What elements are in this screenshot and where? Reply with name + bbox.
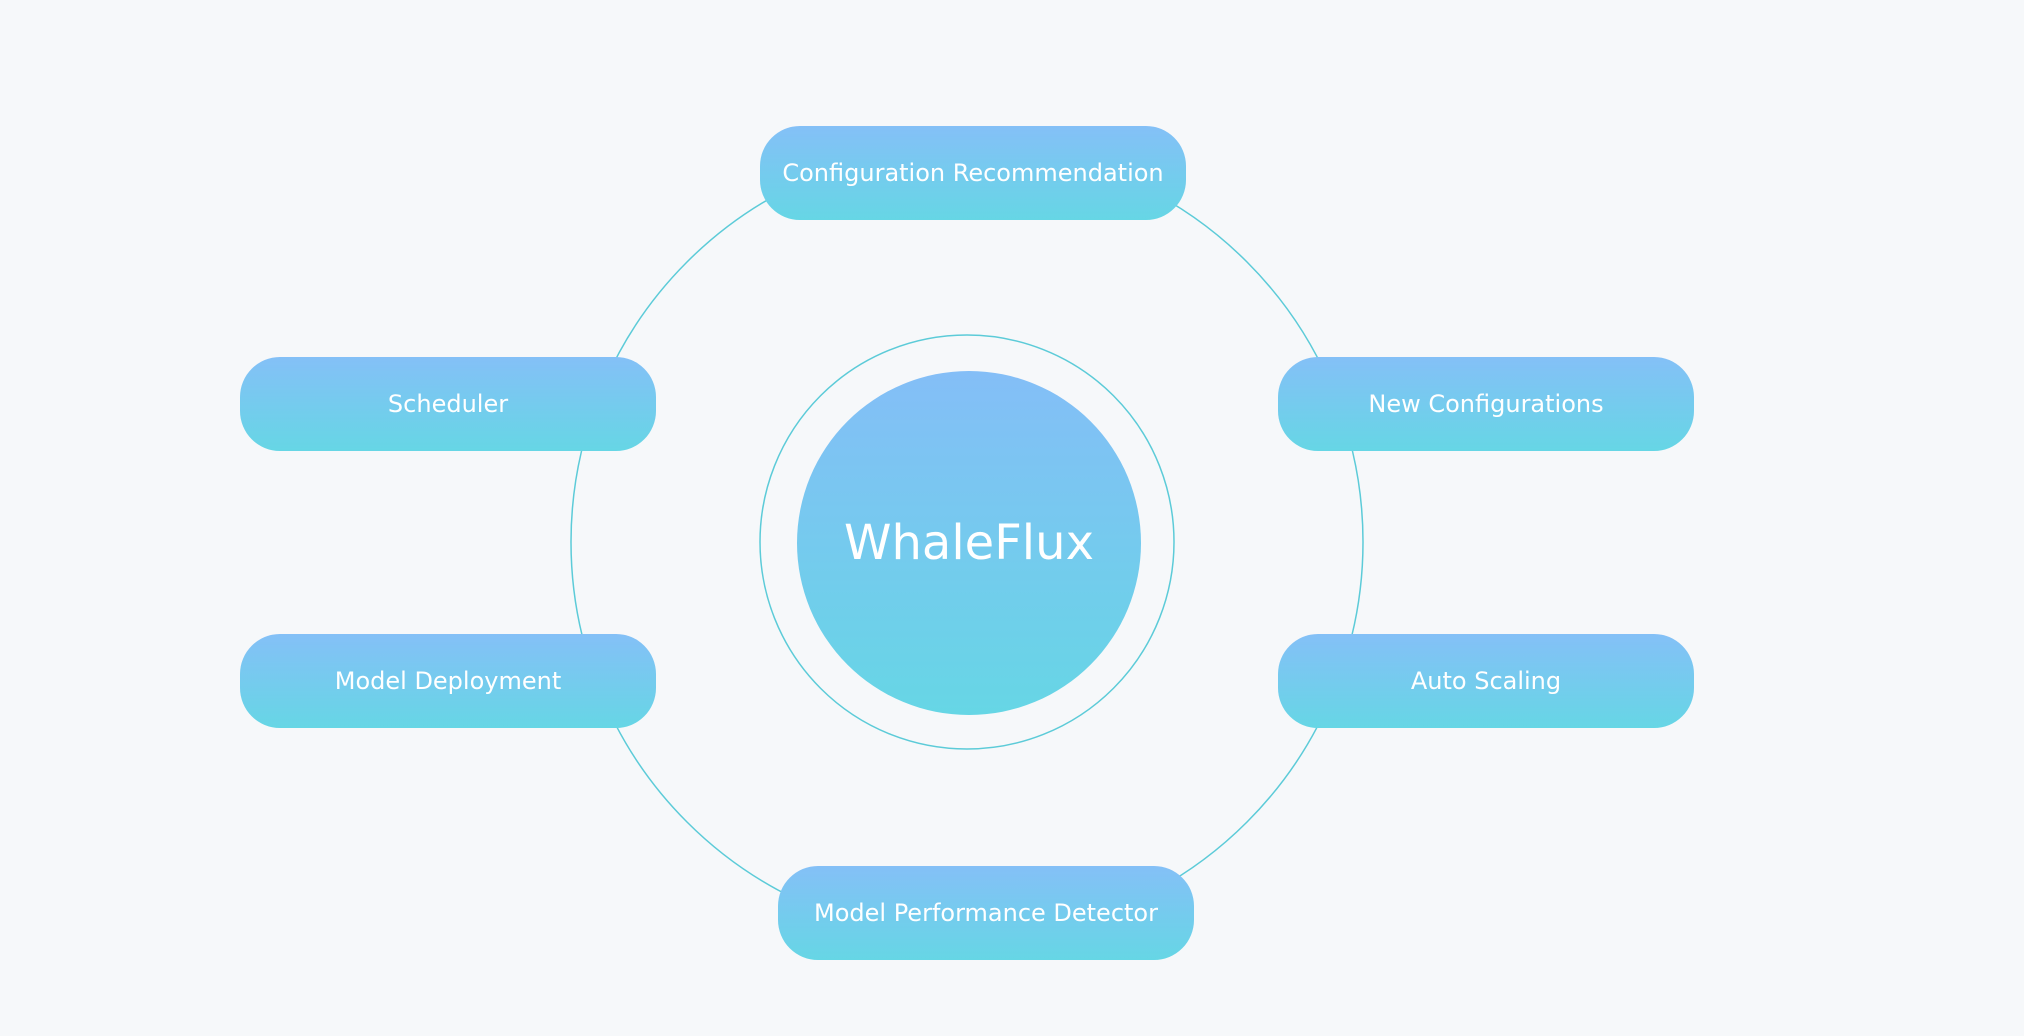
node-label: Configuration Recommendation — [782, 159, 1164, 187]
node-label: Model Deployment — [334, 667, 562, 695]
node-label: Scheduler — [387, 390, 509, 418]
node-configuration-recommendation: Configuration Recommendation — [760, 126, 1186, 220]
node-label: Model Performance Detector — [814, 899, 1158, 927]
node-label: New Configurations — [1368, 390, 1604, 418]
inner-hub-ring — [759, 334, 1175, 750]
hub-circle: WhaleFlux — [797, 371, 1141, 715]
node-auto-scaling: Auto Scaling — [1278, 634, 1694, 728]
node-scheduler: Scheduler — [240, 357, 656, 451]
node-label: Auto Scaling — [1410, 667, 1562, 695]
hub-label: WhaleFlux — [844, 515, 1094, 571]
node-model-performance-detector: Model Performance Detector — [778, 866, 1194, 960]
node-new-configurations: New Configurations — [1278, 357, 1694, 451]
node-model-deployment: Model Deployment — [240, 634, 656, 728]
